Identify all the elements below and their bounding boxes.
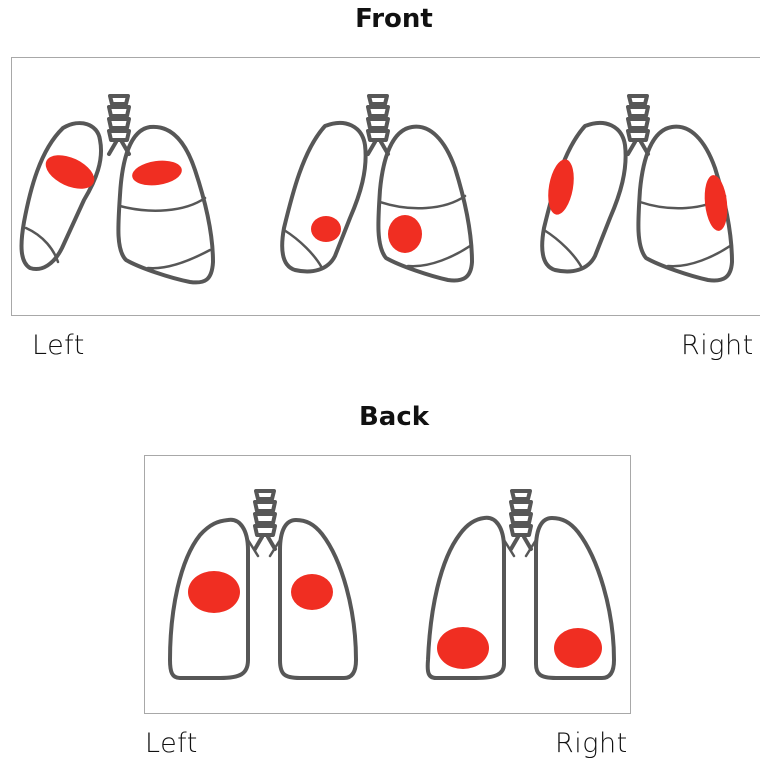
spine-icon [255, 491, 275, 549]
lung-left-outline [22, 123, 102, 269]
lung-right-outline [118, 127, 213, 283]
lung-right-fissure [120, 198, 205, 211]
highlight-spot [554, 628, 602, 668]
lung-right-outline [378, 127, 472, 281]
highlight-spot [437, 627, 489, 669]
front-view-1 [22, 96, 213, 282]
highlight-spot [131, 158, 184, 189]
back-view-1 [170, 491, 356, 678]
highlight-spot [311, 216, 341, 242]
spine-icon [368, 96, 388, 154]
highlight-spot [388, 215, 422, 253]
highlight-spot [291, 574, 333, 610]
front-view-3 [542, 96, 732, 280]
spine-icon [109, 96, 129, 154]
highlight-spot [702, 174, 730, 232]
lung-left-outline [282, 123, 365, 272]
highlight-spot [188, 571, 240, 613]
back-view-2 [428, 491, 614, 678]
front-view-2 [282, 96, 472, 280]
lung-left-fissure [26, 228, 58, 262]
spine-icon [628, 96, 648, 154]
spine-icon [511, 491, 531, 549]
